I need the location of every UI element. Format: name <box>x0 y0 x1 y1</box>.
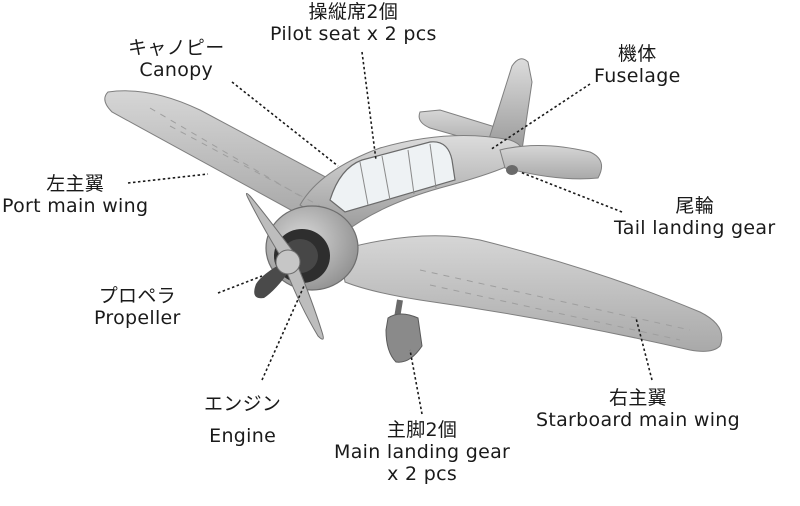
label-engine-jp: エンジン <box>204 393 282 415</box>
leader-engine <box>261 285 305 381</box>
label-tail-gear-en: Tail landing gear <box>614 216 776 239</box>
label-propeller-jp: プロペラ <box>98 285 176 307</box>
leader-propeller <box>217 275 263 294</box>
label-main-gear-en2: x 2 pcs <box>387 462 458 485</box>
label-fuselage: 機体 Fuselage <box>594 43 681 88</box>
leader-pilot-seat <box>361 51 377 161</box>
label-tail-gear-jp: 尾輪 <box>675 195 715 217</box>
label-pilot-seat-en: Pilot seat x 2 pcs <box>270 22 437 45</box>
label-engine-en: Engine <box>209 424 277 447</box>
propeller-blade-bottom <box>285 261 324 340</box>
propeller-spinner <box>275 249 301 275</box>
label-main-gear-en: Main landing gear <box>334 440 511 463</box>
label-pilot-seat: 操縦席2個 Pilot seat x 2 pcs <box>270 1 437 46</box>
label-fuselage-jp: 機体 <box>617 43 657 65</box>
propeller-blade-top <box>245 192 293 263</box>
leader-tail-gear <box>519 171 623 213</box>
label-port-wing-en: Port main wing <box>2 194 149 217</box>
leader-port-wing <box>127 173 209 184</box>
label-canopy: キャノピー Canopy <box>128 37 225 82</box>
label-fuselage-en: Fuselage <box>594 64 681 87</box>
label-propeller: プロペラ Propeller <box>94 285 181 330</box>
tail-wheel <box>506 165 518 175</box>
leader-fuselage <box>489 83 591 151</box>
vertical-tail-fin <box>487 58 533 151</box>
starboard-main-wing <box>339 235 723 352</box>
label-starboard-wing: 右主翼 Starboard main wing <box>536 387 741 432</box>
label-main-gear-jp: 主脚2個 <box>386 419 458 441</box>
label-starboard-wing-en: Starboard main wing <box>536 408 741 431</box>
tail-stabilizer-right <box>499 145 603 180</box>
label-tail-gear: 尾輪 Tail landing gear <box>614 195 776 240</box>
label-canopy-jp: キャノピー <box>128 37 225 59</box>
canopy-shape <box>329 141 456 213</box>
label-port-wing: 左主翼 Port main wing <box>2 173 149 218</box>
main-gear-wheel <box>385 313 423 363</box>
label-starboard-wing-jp: 右主翼 <box>609 387 667 409</box>
label-port-wing-jp: 左主翼 <box>46 173 105 195</box>
leader-main-gear <box>409 349 423 415</box>
leader-starboard-wing <box>635 317 653 381</box>
label-propeller-en: Propeller <box>94 306 181 329</box>
label-main-gear: 主脚2個 Main landing gear x 2 pcs <box>334 419 511 486</box>
leader-canopy <box>231 81 339 167</box>
label-engine: エンジン Engine <box>204 393 282 448</box>
label-canopy-en: Canopy <box>139 58 214 81</box>
label-pilot-seat-jp: 操縦席2個 <box>308 1 399 23</box>
